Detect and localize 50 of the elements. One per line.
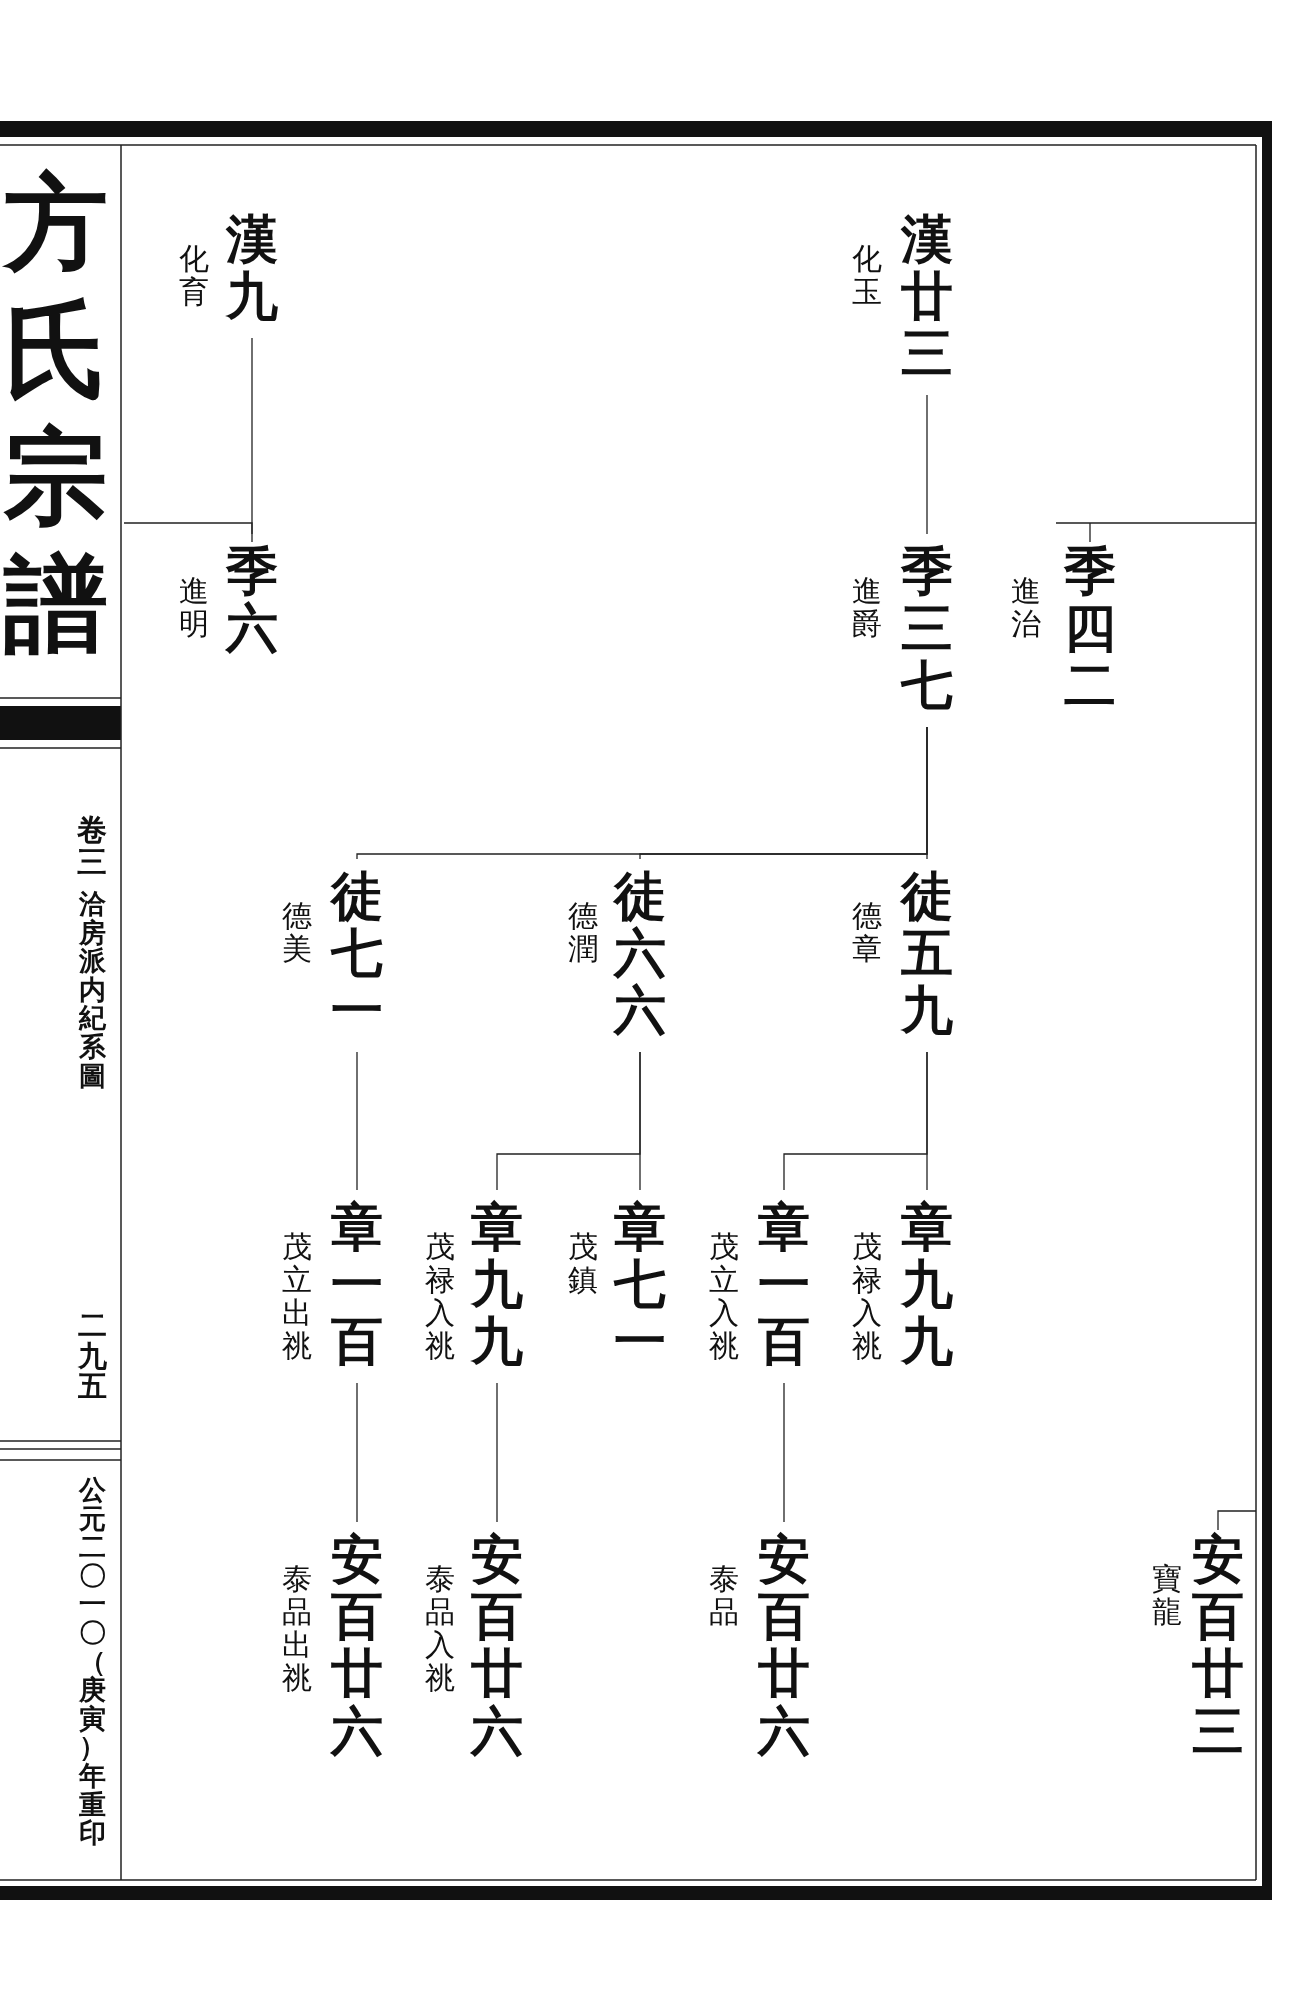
lineage-line [926, 394, 928, 535]
lineage-line [1055, 522, 1257, 543]
courtesy-name: 泰品 [709, 1562, 739, 1628]
courtesy-name: 德章 [852, 899, 882, 965]
courtesy-name: 茂立入祧 [709, 1230, 739, 1362]
courtesy-name: 茂禄入祧 [425, 1230, 455, 1362]
personal-name: 漢九 [226, 210, 278, 325]
lineage-line [356, 1051, 358, 1191]
courtesy-name: 茂立出祧 [282, 1230, 312, 1362]
page-number: 二九五 [77, 1310, 107, 1403]
courtesy-name: 茂鎮 [568, 1230, 598, 1296]
courtesy-name: 化育 [179, 242, 209, 308]
personal-name: 徒五九 [901, 867, 953, 1039]
personal-name: 章一百 [331, 1198, 383, 1370]
personal-name: 徒七一 [331, 867, 383, 1039]
personal-name: 章七一 [614, 1198, 666, 1370]
courtesy-name: 寶龍 [1152, 1562, 1182, 1628]
lineage-line [783, 1382, 785, 1523]
personal-name: 章九九 [901, 1198, 953, 1370]
personal-name: 徒六六 [614, 867, 666, 1039]
personal-name: 安百廿六 [331, 1530, 383, 1759]
lineage-line [356, 726, 928, 860]
courtesy-name: 進爵 [852, 574, 882, 640]
personal-name: 季四二 [1064, 542, 1116, 714]
courtesy-name: 泰品出祧 [282, 1562, 312, 1694]
lineage-line [496, 1382, 498, 1523]
lineage-line [1217, 1510, 1257, 1531]
personal-name: 安百廿三 [1192, 1530, 1244, 1759]
personal-name: 章九九 [471, 1198, 523, 1370]
reprint-note: 公元二〇一〇（庚寅）年重印 [78, 1476, 106, 1848]
lineage-line [783, 1051, 928, 1191]
courtesy-name: 茂禄入祧 [852, 1230, 882, 1362]
personal-name: 季六 [226, 542, 278, 657]
lineage-line [356, 1382, 358, 1523]
courtesy-name: 進明 [179, 574, 209, 640]
personal-name: 章一百 [758, 1198, 810, 1370]
courtesy-name: 泰品入祧 [425, 1562, 455, 1694]
courtesy-name: 德美 [282, 899, 312, 965]
volume-label: 卷三 [77, 814, 107, 878]
courtesy-name: 德潤 [568, 899, 598, 965]
personal-name: 季三七 [901, 542, 953, 714]
personal-name: 漢廿三 [901, 210, 953, 382]
courtesy-name: 化玉 [852, 242, 882, 308]
lineage-line [123, 522, 253, 543]
book-title: 方氏宗譜 [4, 160, 108, 667]
lineage-line [496, 1051, 641, 1191]
personal-name: 安百廿六 [758, 1530, 810, 1759]
personal-name: 安百廿六 [471, 1530, 523, 1759]
courtesy-name: 進治 [1011, 574, 1041, 640]
chapter-label: 洽房派内紀系圖 [78, 890, 106, 1091]
